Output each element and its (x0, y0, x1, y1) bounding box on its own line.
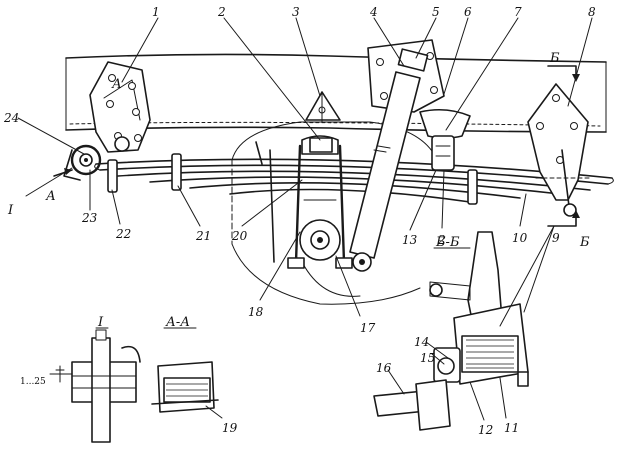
section-bb-view (373, 231, 529, 431)
callout-16: 16 (376, 361, 392, 375)
rear-spring-bracket (527, 83, 591, 217)
section-AA-title: А-А (165, 315, 190, 330)
callout-24: 24 (3, 111, 19, 125)
arrow-B-top-marker: Б (549, 51, 560, 66)
view-I-marker: I (7, 203, 14, 218)
spring-clips (107, 153, 478, 205)
u-bolts (287, 135, 353, 269)
callout-7: 7 (514, 5, 522, 19)
callout-4: 4 (369, 5, 378, 19)
callout-6: 6 (464, 5, 472, 19)
callout-22: 22 (115, 227, 131, 241)
callout-5: 5 (432, 5, 440, 19)
detail-I-title: I (97, 315, 104, 330)
callout-3: 3 (292, 5, 300, 19)
axle-housing (231, 121, 441, 305)
callout-2-top: 2 (217, 5, 226, 19)
section-arrows (53, 65, 580, 227)
section-aa-view (151, 361, 219, 413)
gap-dimension: 1...25 (20, 377, 46, 387)
callout-numbers: 1 2 3 4 5 6 7 8 24 23 22 21 20 18 17 13 … (3, 5, 596, 437)
section-labels: I А А I А-А Б Б Б-Б (7, 51, 590, 330)
callout-2-bottom: 2 (437, 233, 446, 247)
detail-A-marker: А (111, 77, 122, 92)
shock-absorber (349, 39, 445, 272)
leaf-spring-pack (94, 158, 614, 203)
leader-lines (17, 17, 593, 421)
callout-20: 20 (231, 229, 248, 243)
rear-bump-stop (419, 108, 471, 171)
callout-11: 11 (504, 421, 519, 435)
callout-15: 15 (420, 351, 435, 365)
callout-19: 19 (222, 421, 238, 435)
callout-10: 10 (512, 231, 528, 245)
callout-14: 14 (414, 335, 429, 349)
bump-stop-bracket (305, 91, 341, 123)
callout-23: 23 (81, 211, 98, 225)
front-spring-eye (63, 136, 130, 181)
callout-8: 8 (588, 5, 596, 19)
callout-17: 17 (360, 321, 376, 335)
section-BB-title: Б-Б (435, 235, 460, 250)
callout-13: 13 (402, 233, 418, 247)
callout-12: 12 (478, 423, 493, 437)
arrow-B-bottom-marker: Б (579, 235, 590, 250)
callout-21: 21 (195, 229, 211, 243)
detail-I-view (49, 329, 141, 443)
callout-18: 18 (248, 305, 264, 319)
rubber-cushion-hatching (466, 339, 514, 369)
callout-9: 9 (552, 231, 560, 245)
arrow-A-marker: А (45, 189, 56, 204)
frame-rail (65, 53, 607, 133)
callout-1: 1 (152, 5, 160, 19)
